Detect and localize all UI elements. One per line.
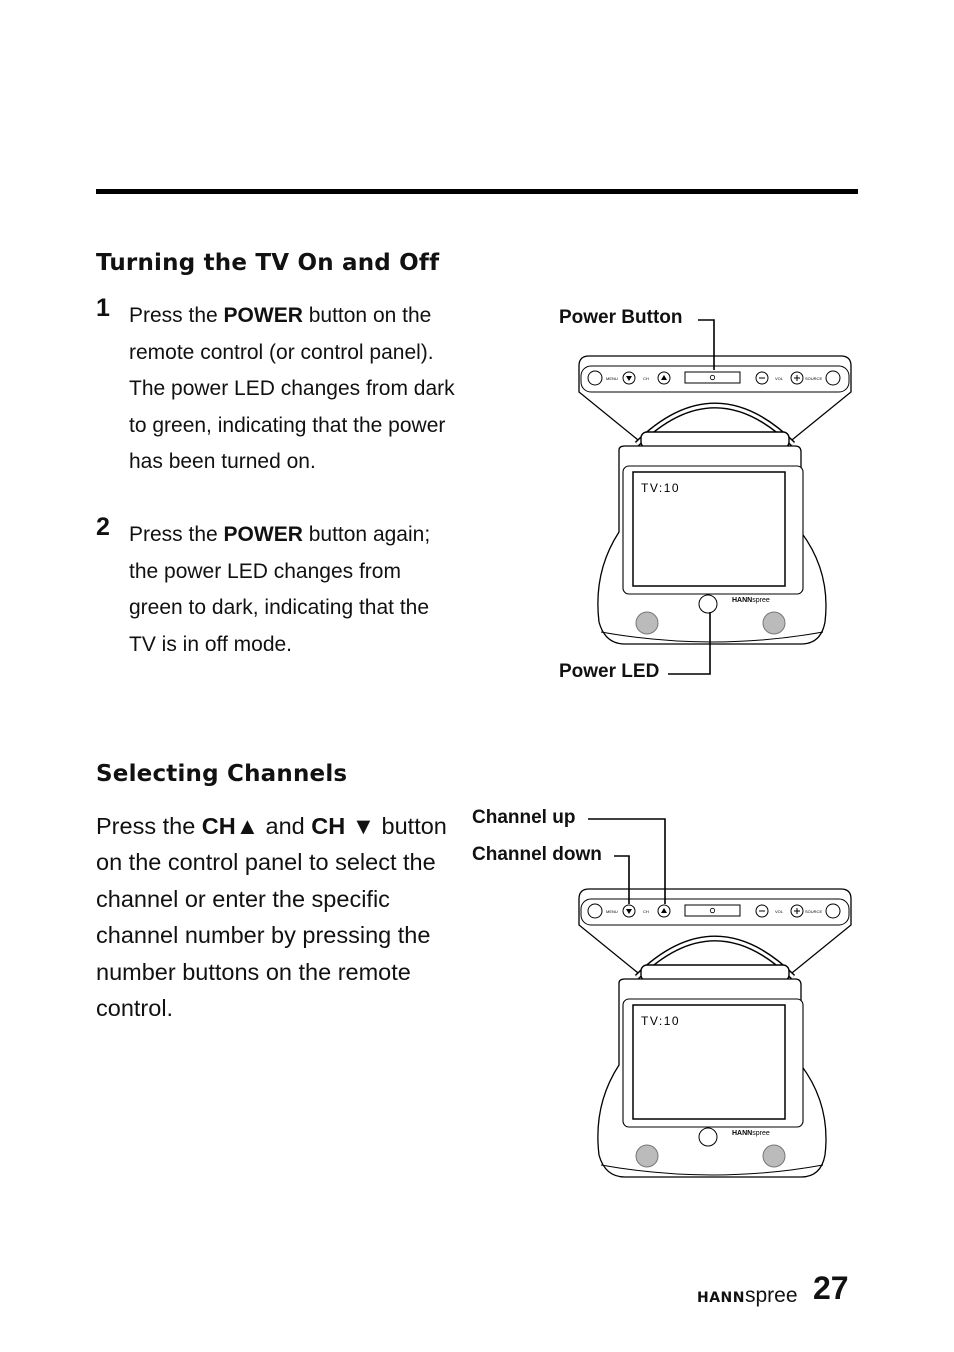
menu-label: MENU	[606, 376, 618, 381]
channel-up-leader	[588, 818, 666, 904]
plus-icon	[794, 908, 800, 914]
plus-icon	[794, 375, 800, 381]
footer-brand-logo: HANNspree	[697, 1284, 798, 1307]
vol-label: VOL	[775, 909, 784, 914]
source-button	[825, 370, 841, 386]
channel-up-callout: Channel up	[472, 807, 576, 828]
left-speaker-grille	[635, 1144, 659, 1168]
menu-button	[587, 370, 603, 386]
cabinet-base-line	[600, 1164, 824, 1176]
power-led	[698, 594, 718, 614]
source-label: SOURCE	[805, 909, 822, 914]
carry-handle-inner	[635, 404, 795, 446]
step-text: Press the POWER button on the remote con…	[129, 304, 455, 474]
source-label: SOURCE	[805, 376, 822, 381]
step-number: 1	[96, 294, 110, 322]
ch-label: CH	[643, 909, 649, 914]
channel-down-callout: Channel down	[472, 844, 602, 865]
channel-down-leader	[614, 855, 630, 904]
power-icon	[709, 907, 716, 914]
menu-button	[587, 903, 603, 919]
ch-down-label: CH ▼	[311, 813, 376, 839]
cabinet-base-line	[600, 631, 824, 643]
page-number: 27	[813, 1270, 849, 1306]
menu-label: MENU	[606, 909, 618, 914]
triangle-down-icon	[626, 909, 632, 914]
power-led	[698, 1127, 718, 1147]
ch-up-label: CH▲	[201, 813, 259, 839]
screen-channel-text: TV:10	[641, 1014, 680, 1028]
step-text: Press the POWER button again; the power …	[129, 523, 431, 656]
power-led-leader	[668, 612, 711, 675]
section-heading-power: Turning the TV On and Off	[96, 250, 440, 276]
power-led-callout: Power LED	[559, 661, 660, 682]
brand-logo: HANNspree	[732, 1130, 770, 1137]
carry-handle-inner	[635, 937, 795, 979]
screen	[632, 1004, 786, 1120]
triangle-down-icon	[626, 376, 632, 381]
vol-label: VOL	[775, 376, 784, 381]
left-speaker-grille	[635, 611, 659, 635]
power-button	[684, 904, 741, 917]
power-button	[684, 371, 741, 384]
ch-label: CH	[643, 376, 649, 381]
brand-logo: HANNspree	[732, 597, 770, 604]
step-number: 2	[96, 513, 110, 541]
power-button-leader	[698, 319, 715, 370]
right-speaker-grille	[762, 1144, 786, 1168]
screen	[632, 471, 786, 587]
source-button	[825, 903, 841, 919]
power-button-callout: Power Button	[559, 307, 683, 328]
power-icon	[709, 374, 716, 381]
channels-paragraph: Press the CH▲ and CH ▼ button on the con…	[96, 813, 447, 1022]
section-heading-channels: Selecting Channels	[96, 761, 348, 787]
triangle-up-icon	[661, 908, 667, 913]
triangle-up-icon	[661, 375, 667, 380]
screen-channel-text: TV:10	[641, 481, 680, 495]
header-rule	[96, 189, 858, 194]
right-speaker-grille	[762, 611, 786, 635]
